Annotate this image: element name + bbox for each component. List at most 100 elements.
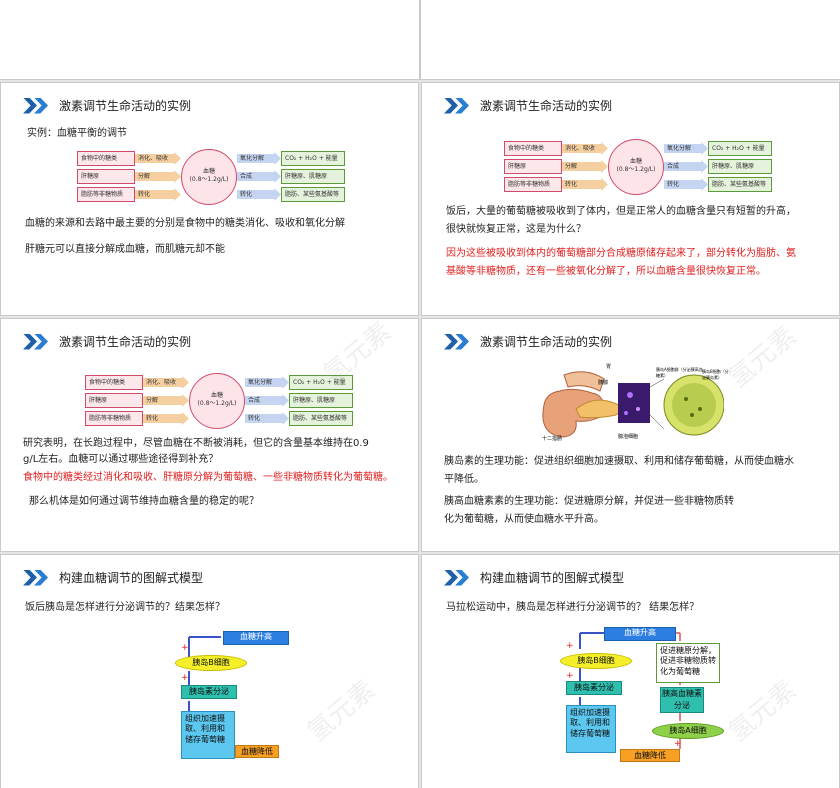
plus-mark: + — [566, 641, 574, 651]
arrow-oxid: 氧化分解 — [237, 152, 281, 165]
glucagon-line-2: 化为葡萄糖，从而使血糖水平升高。 — [444, 514, 604, 525]
question-text: 饭后胰岛是怎样进行分泌调节的？结果怎样？ — [25, 602, 225, 613]
slide-5[interactable]: 激素调节生命活动的实例 胃 胰腺 十二指肠 胰岛A细胞群（分泌胰高血糖素） 胰岛… — [421, 318, 840, 552]
arrow-synth: 合成 — [245, 394, 289, 407]
center-label: 血糖 — [629, 158, 642, 165]
blood-glucose-circle: 血糖 (0.8～1.2g/L) — [181, 149, 237, 205]
question-line-1: 饭后，大量的葡萄糖被吸收到了体内，但是正常人的血糖含量只有短暂的升高， — [446, 206, 796, 217]
slide-title: 构建血糖调节的图解式模型 — [444, 569, 624, 586]
paragraph-2: 肝糖元可以直接分解成血糖，而肌糖元却不能 — [25, 244, 225, 255]
slide-title: 激素调节生命活动的实例 — [23, 97, 191, 114]
arrow-decomp: 分解 — [562, 160, 608, 173]
center-range: (0.8～1.2g/L) — [189, 176, 229, 184]
answer-line-1: 因为这些被吸收到体内的葡萄糖部分合成糖原储存起来了，部分转化为脂肪、氨 — [446, 248, 796, 259]
arrow-convert: 转化 — [143, 412, 189, 425]
paragraph-1: 血糖的来源和去路中最主要的分别是食物中的糖类消化、吸收和氧化分解 — [25, 218, 345, 229]
arrow-conv2: 转化 — [664, 178, 708, 191]
paragraph-2: g/L左右。血糖可以通过哪些途径得到补充？ — [23, 454, 219, 465]
arrow-synth: 合成 — [664, 160, 708, 173]
blood-glucose-circle: 血糖 (0.8～1.2g/L) — [608, 139, 664, 195]
double-chevron-icon — [444, 333, 472, 350]
center-label: 血糖 — [210, 392, 223, 399]
arrow-conv2: 转化 — [237, 188, 281, 201]
tissue-action-box: 组织加速摄取、利用和储存葡萄糖 — [566, 705, 616, 753]
watermark: 氢元素 — [302, 674, 382, 748]
insulin-line-1: 胰岛素的生理功能：促进组织细胞加速摄取、利用和储存葡萄糖，从而使血糖水 — [444, 456, 794, 467]
out-glycogen: 肝糖原、肌糖原 — [281, 169, 345, 184]
out-fat: 脂肪、某些氨基酸等 — [708, 177, 772, 192]
slide-1-blank[interactable] — [0, 0, 420, 80]
beta-cell-ellipse: 胰岛B细胞 — [175, 655, 247, 671]
arrow-conv2: 转化 — [245, 412, 289, 425]
tissue-action-box: 组织加速摄取、利用和储存葡萄糖 — [181, 711, 235, 759]
slide-4[interactable]: 激素调节生命活动的实例 食物中的糖类 肝糖原 脂肪等非糖物质 消化、吸收 分解 … — [0, 318, 419, 552]
out-glycogen: 肝糖原、肌糖原 — [708, 159, 772, 174]
insulin-line-2: 平降低。 — [444, 474, 484, 485]
alpha-cell-ellipse: 胰岛A细胞 — [652, 723, 724, 739]
glucagon-box: 胰高血糖素分泌 — [660, 687, 704, 713]
out-fat: 脂肪、某些氨基酸等 — [289, 411, 353, 426]
answer-line-2: 基酸等非糖物质，还有一些被氧化分解了，所以血糖含量很快恢复正常。 — [446, 266, 766, 277]
question-text: 马拉松运动中，胰岛是怎样进行分泌调节的？ 结果怎样？ — [446, 602, 700, 613]
arrow-convert: 转化 — [562, 178, 608, 191]
out-energy: CO₂ + H₂O + 能量 — [289, 375, 353, 390]
question-line-2: 很快就恢复正常，这是为什么？ — [446, 224, 586, 235]
out-glycogen: 肝糖原、肌糖原 — [289, 393, 353, 408]
arrow-synth: 合成 — [237, 170, 281, 183]
arrow-convert: 转化 — [135, 188, 181, 201]
source-nonsugar: 脂肪等非糖物质 — [504, 177, 562, 192]
rise-box: 血糖升高 — [604, 627, 676, 641]
pancreas-illustration: 胃 胰腺 十二指肠 胰岛A细胞群（分泌胰高血糖素） 胰岛B细胞（分泌胰岛素） 腺… — [534, 364, 729, 443]
slide-6[interactable]: 构建血糖调节的图解式模型 饭后胰岛是怎样进行分泌调节的？结果怎样？ 血糖升高 胰… — [0, 554, 419, 788]
out-energy: CO₂ + H₂O + 能量 — [281, 151, 345, 166]
example-text: 实例：血糖平衡的调节 — [27, 128, 127, 139]
slide-2-blank[interactable] — [420, 0, 840, 80]
double-chevron-icon — [444, 569, 472, 586]
slide-title: 构建血糖调节的图解式模型 — [23, 569, 203, 586]
double-chevron-icon — [23, 97, 51, 114]
arrow-digest: 消化、吸收 — [562, 142, 608, 155]
slide-3[interactable]: 激素调节生命活动的实例 食物中的糖类 肝糖原 脂肪等非糖物质 消化、吸收 分解 … — [421, 82, 840, 316]
double-chevron-icon — [23, 333, 51, 350]
glucagon-line-1: 胰高血糖素素的生理功能：促进糖原分解，并促进一些非糖物质转 — [444, 496, 734, 507]
glucose-pathway-diagram: 食物中的糖类 肝糖原 脂肪等非糖物质 消化、吸收 分解 转化 血糖 (0.8～1… — [85, 373, 355, 431]
watermark: 氢元素 — [723, 320, 803, 394]
pancreas-image — [542, 371, 725, 438]
paragraph-1: 研究表明，在长跑过程中，尽管血糖在不断被消耗，但它的含量基本维持在0.9 — [23, 438, 369, 449]
paragraph-3: 那么机体是如何通过调节维持血糖含量的稳定的呢？ — [29, 496, 259, 507]
double-chevron-icon — [23, 569, 51, 586]
center-range: (0.8～1.2g/L) — [616, 166, 656, 174]
plus-mark: + — [181, 673, 189, 683]
source-glycogen: 肝糖原 — [504, 159, 562, 174]
center-range: (0.8～1.2g/L) — [197, 400, 237, 408]
arrow-decomp: 分解 — [135, 170, 181, 183]
rise-box: 血糖升高 — [223, 631, 289, 645]
source-food: 食物中的糖类 — [77, 151, 135, 166]
drop-box: 血糖降低 — [620, 749, 680, 762]
answer-text: 食物中的糖类经过消化和吸收、肝糖原分解为葡萄糖、一些非糖物质转化为葡萄糖。 — [23, 472, 393, 483]
beta-cell-ellipse: 胰岛B细胞 — [560, 653, 632, 669]
source-glycogen: 肝糖原 — [77, 169, 135, 184]
slide-title: 激素调节生命活动的实例 — [444, 97, 612, 114]
out-fat: 脂肪、某些氨基酸等 — [281, 187, 345, 202]
label-duodenum: 十二指肠 — [542, 436, 563, 442]
center-label: 血糖 — [202, 168, 215, 175]
label-pancreas: 胰腺 — [598, 380, 609, 386]
arrow-oxid: 氧化分解 — [245, 376, 289, 389]
source-nonsugar: 脂肪等非糖物质 — [77, 187, 135, 202]
label-islet-b: 胰岛B细胞（分泌胰岛素） — [702, 369, 729, 380]
promote-box: 促进糖原分解，促进非糖物质转化为葡萄糖 — [656, 643, 720, 683]
slide-2[interactable]: 激素调节生命活动的实例 实例：血糖平衡的调节 食物中的糖类 肝糖原 脂肪等非糖物… — [0, 82, 419, 316]
source-food: 食物中的糖类 — [85, 375, 143, 390]
glucose-pathway-diagram: 食物中的糖类 肝糖原 脂肪等非糖物质 消化、吸收 分解 转化 血糖 (0.8～1… — [504, 139, 774, 197]
double-chevron-icon — [444, 97, 472, 114]
label-acinar: 腺泡细胞 — [618, 434, 639, 440]
arrow-digest: 消化、吸收 — [135, 152, 181, 165]
insulin-box: 胰岛素分泌 — [181, 685, 237, 699]
watermark: 氢元素 — [723, 674, 803, 748]
out-energy: CO₂ + H₂O + 能量 — [708, 141, 772, 156]
source-glycogen: 肝糖原 — [85, 393, 143, 408]
label-islet: 胰岛A细胞群（分泌胰高血糖素） — [656, 367, 703, 378]
slide-7[interactable]: 构建血糖调节的图解式模型 马拉松运动中，胰岛是怎样进行分泌调节的？ 结果怎样？ … — [421, 554, 840, 788]
plus-mark: + — [566, 671, 574, 681]
